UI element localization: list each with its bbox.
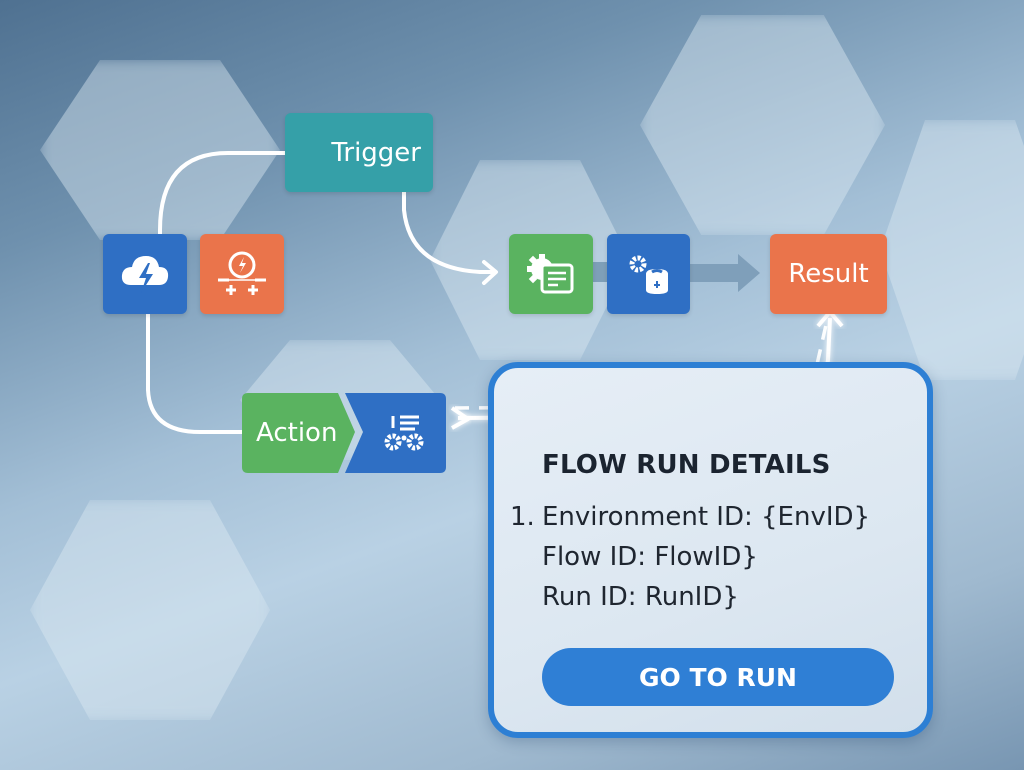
environment-id-text: Environment ID: {EnvID} bbox=[542, 502, 871, 532]
power-connector-icon bbox=[218, 251, 266, 295]
card-title: FLOW RUN DETAILS bbox=[542, 450, 831, 480]
detail-run-id: Run ID: RunID} bbox=[542, 582, 739, 612]
trigger-node[interactable]: Trigger bbox=[285, 113, 433, 192]
gear-database-icon bbox=[629, 255, 668, 294]
cloud-lightning-icon bbox=[121, 256, 169, 293]
power-connector-node[interactable] bbox=[200, 234, 284, 314]
connector-trigger-to-process bbox=[402, 190, 496, 274]
connector-start-to-action bbox=[146, 312, 246, 434]
list-gears-icon bbox=[384, 415, 424, 451]
detail-flow-id: Flow ID: FlowID} bbox=[542, 542, 758, 572]
action-label: Action bbox=[256, 418, 338, 448]
flow-start-arrowhead bbox=[450, 406, 470, 430]
result-node[interactable]: Result bbox=[770, 234, 887, 314]
result-label: Result bbox=[788, 259, 869, 289]
cloud-event-node[interactable] bbox=[103, 234, 187, 314]
action-node[interactable]: Action bbox=[242, 393, 352, 473]
go-to-run-button[interactable]: GO TO RUN bbox=[542, 648, 894, 706]
result-arrowhead bbox=[738, 254, 760, 292]
list-number: 1. bbox=[510, 502, 535, 532]
arrowhead-process bbox=[482, 260, 498, 285]
gear-document-icon bbox=[527, 254, 574, 294]
action-settings-node[interactable] bbox=[372, 405, 438, 461]
flow-run-details-card: FLOW RUN DETAILS 1. Environment ID: {Env… bbox=[488, 362, 933, 738]
data-process-node[interactable] bbox=[607, 234, 690, 314]
background-hexagon bbox=[30, 500, 270, 720]
config-document-node[interactable] bbox=[509, 234, 593, 314]
trigger-label: Trigger bbox=[331, 137, 421, 168]
result-arrow-shaft bbox=[688, 264, 740, 282]
detail-environment-id: 1. Environment ID: {EnvID} bbox=[510, 502, 871, 532]
connector-trigger-to-start bbox=[158, 151, 287, 238]
